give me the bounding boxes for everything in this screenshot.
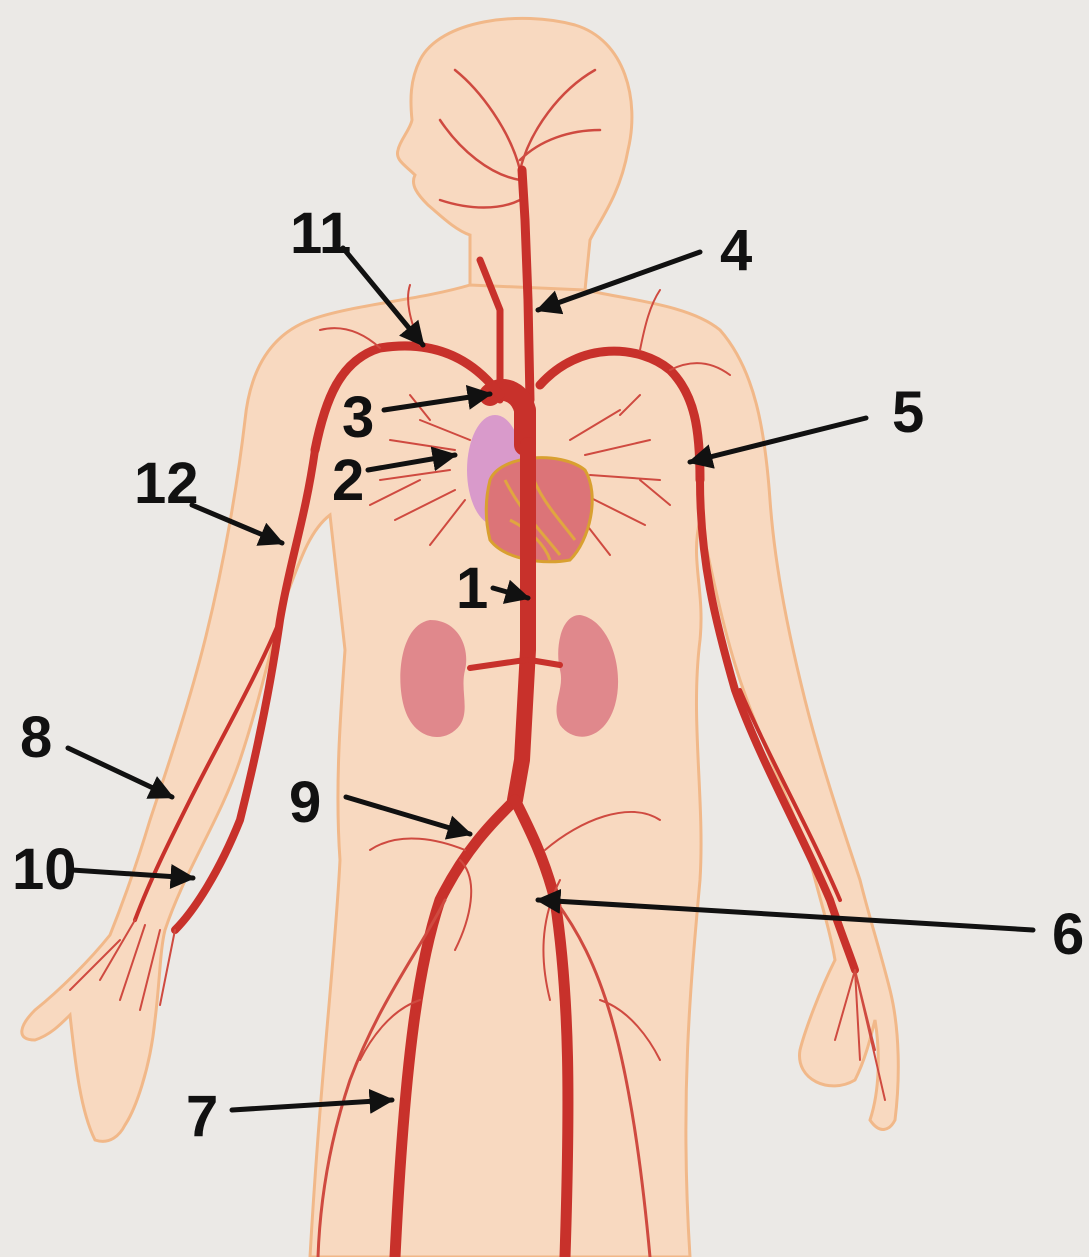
label-8: 8 (20, 705, 52, 770)
label-1: 1 (456, 556, 488, 621)
heart-ventricles (486, 458, 592, 562)
kidney-left (400, 620, 466, 737)
label-2: 2 (332, 448, 364, 513)
label-5: 5 (892, 380, 924, 445)
label-4: 4 (720, 218, 752, 283)
label-6: 6 (1052, 902, 1084, 967)
pointer-arrow-8 (68, 748, 172, 797)
label-10: 10 (12, 837, 77, 902)
label-11: 11 (290, 201, 351, 266)
label-12: 12 (134, 451, 199, 516)
label-3: 3 (342, 385, 374, 450)
label-group-8: 8 (20, 705, 172, 797)
label-9: 9 (289, 770, 321, 835)
label-7: 7 (186, 1084, 218, 1149)
